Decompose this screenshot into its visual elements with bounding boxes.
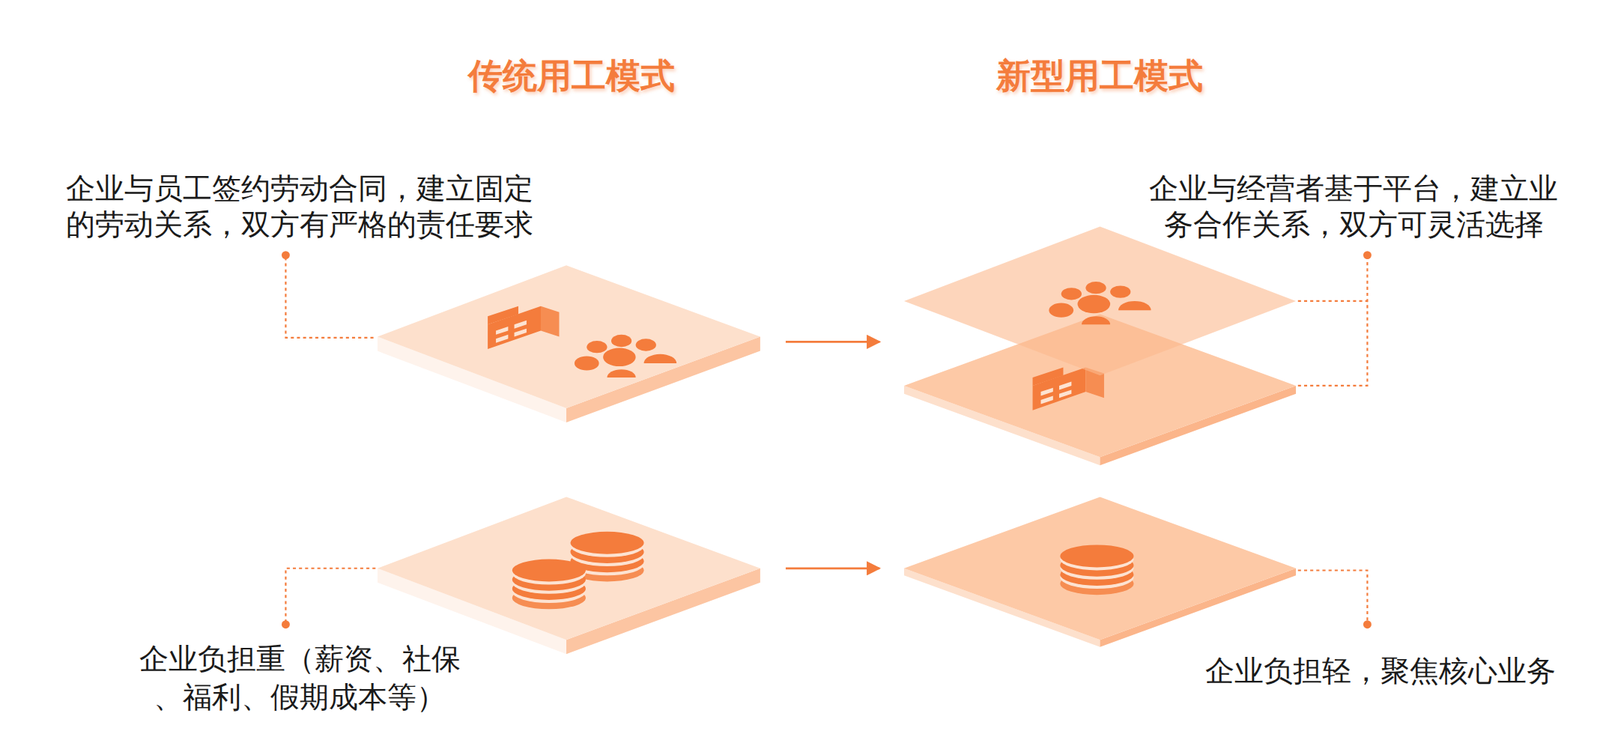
description-text: 企业与员工签约劳动合同，建立固定 的劳动关系，双方有严格的责任要求 <box>61 170 538 243</box>
description-text: 企业负担轻，聚焦核心业务 <box>1205 653 1556 690</box>
section-heading: 传统用工模式 <box>468 52 675 99</box>
description-text: 企业负担重（薪资、社保 、福利、假期成本等） <box>134 639 466 717</box>
description-text: 企业与经营者基于平台，建立业 务合作关系，双方可灵活选择 <box>1144 170 1563 243</box>
section-heading: 新型用工模式 <box>996 52 1203 99</box>
